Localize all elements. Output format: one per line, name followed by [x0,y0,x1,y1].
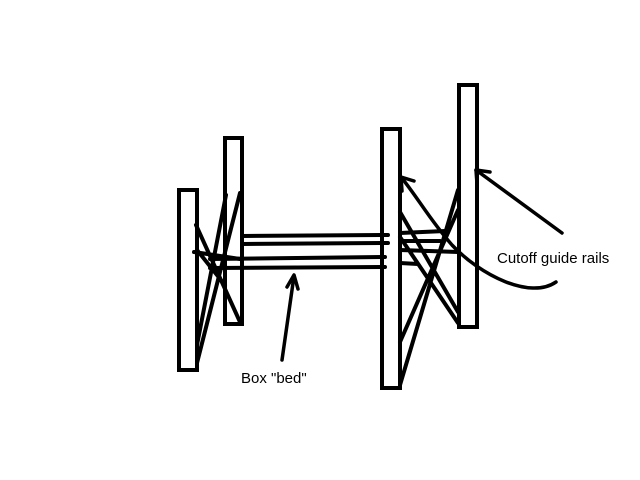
right-end-brace [398,188,460,387]
rails-arrow-lower-curve [399,175,558,290]
rails-arrow-upper-shaft [474,168,564,235]
bed-annotation: Box "bed" [241,273,307,387]
rails-annotation: Cutoff guide rails [399,168,609,290]
left-back-post [223,136,244,326]
bed-arrow-head [285,273,300,291]
rails-arrow-lower-head [399,175,416,193]
right-end-frame [380,83,479,390]
box-bed [208,229,447,270]
rails-label: Cutoff guide rails [497,250,609,267]
rails-arrow-upper-head [474,168,492,186]
bed-label: Box "bed" [241,370,307,387]
left-end-frame [177,136,244,372]
left-front-post [177,188,199,372]
bed-rail-lines [208,229,447,270]
right-back-post [457,83,479,329]
bed-arrow-shaft [280,274,296,362]
